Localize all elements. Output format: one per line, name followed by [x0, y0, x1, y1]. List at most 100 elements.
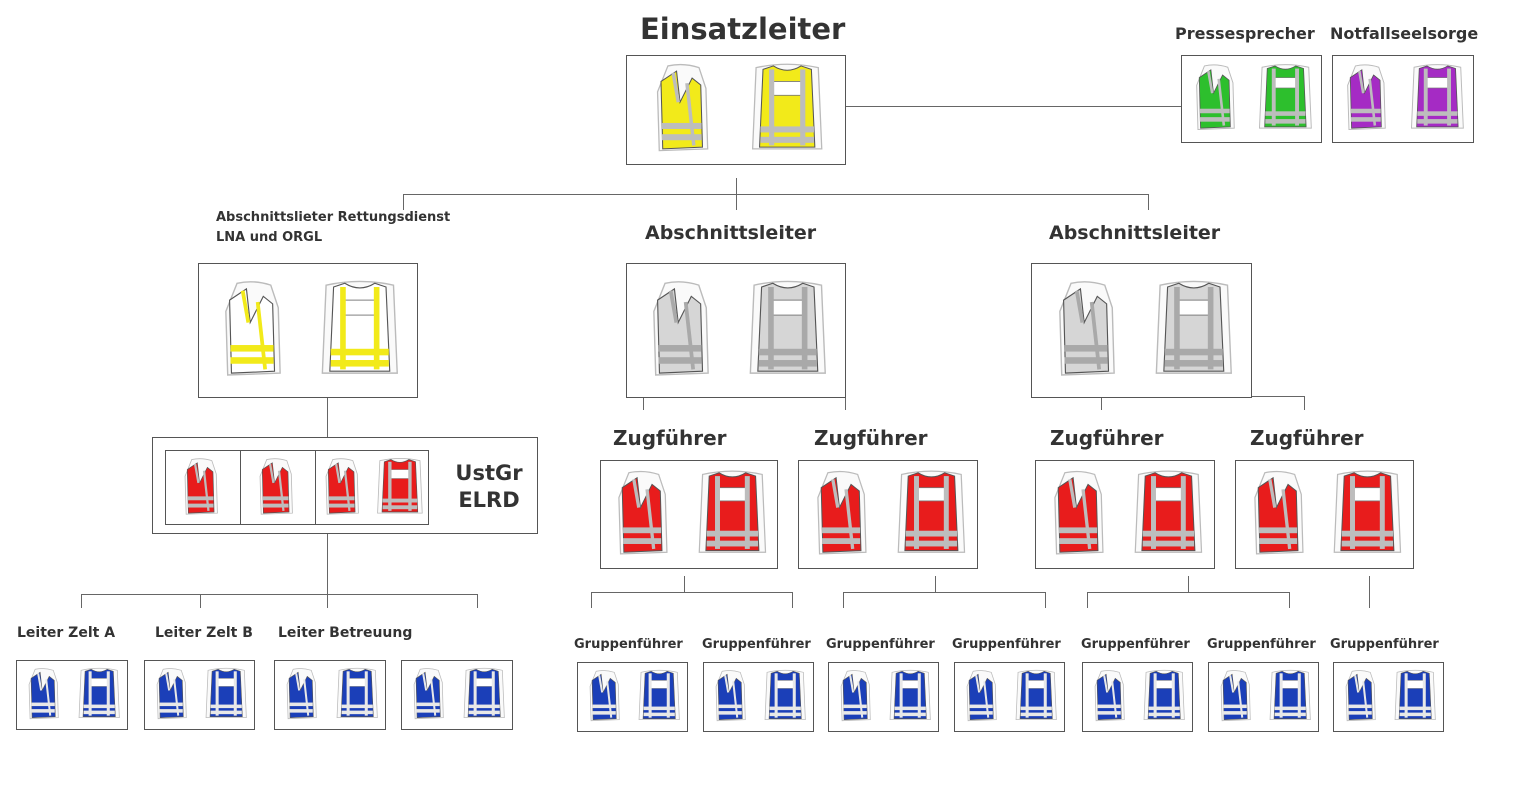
leiter-label-zelt-b: Leiter Zelt B	[155, 625, 253, 641]
vest-side-icon	[156, 668, 187, 720]
abschnittsleiter-mid-label: Abschnittsleiter	[645, 222, 817, 244]
vest-box-abschnitt-right	[1031, 263, 1252, 398]
vest-box-leiter-4	[401, 660, 513, 730]
connector-abschnitt-bus	[403, 194, 1148, 195]
vest-back-icon	[1155, 280, 1232, 374]
vest-side-icon	[286, 668, 317, 720]
vest-box-leiter-zelt-b	[144, 660, 255, 730]
vest-side-icon	[1347, 64, 1387, 130]
vest-box-zugfuehrer-4	[1235, 460, 1414, 569]
vest-side-icon	[326, 457, 360, 515]
ustgr-cell-1	[166, 451, 242, 524]
connector-zug1-grp-2	[792, 592, 793, 608]
ustgr-vest-group	[165, 450, 429, 525]
ustgr-label-line2: ELRD	[458, 488, 520, 512]
zugfuehrer-label-3: Zugführer	[1050, 426, 1164, 450]
vest-back-icon	[698, 469, 766, 553]
vest-side-icon	[1220, 670, 1251, 722]
connector-zug1-bus	[591, 592, 792, 593]
vest-box-gruppenfuehrer-5	[1082, 662, 1193, 732]
vest-side-icon	[1196, 64, 1235, 130]
connector-zug3-grp-1	[1087, 592, 1088, 608]
vest-side-icon	[656, 63, 709, 152]
vest-box-gruppenfuehrer-2	[703, 662, 814, 732]
zugfuehrer-label-2: Zugführer	[814, 426, 928, 450]
leiter-label-betreuung: Leiter Betreuung	[278, 625, 413, 641]
connector-zug3-bus	[1087, 592, 1289, 593]
einsatzleiter-title: Einsatzleiter	[640, 12, 846, 46]
zugfuehrer-label-1: Zugführer	[613, 426, 727, 450]
vest-side-icon	[260, 457, 294, 515]
connector-leiter-2	[200, 594, 201, 608]
vest-side-icon	[618, 470, 669, 555]
vest-box-zugfuehrer-3	[1035, 460, 1215, 569]
connector-leiter-3	[327, 594, 328, 608]
vest-side-icon	[413, 668, 444, 720]
abschnittsleiter-right-label: Abschnittsleiter	[1049, 222, 1221, 244]
vest-side-icon	[225, 280, 282, 376]
vest-back-icon	[1394, 669, 1436, 721]
connector-mid-zug-2	[845, 396, 846, 410]
vest-box-pressesprecher	[1181, 55, 1322, 143]
vest-box-gruppenfuehrer-1	[577, 662, 688, 732]
connector-einsatz-down	[736, 178, 737, 194]
notfallseelsorge-label: Notfallseelsorge	[1330, 24, 1479, 43]
vest-back-icon	[1334, 469, 1402, 553]
pressesprecher-label: Pressesprecher	[1175, 24, 1315, 43]
ustgr-elrd-label: UstGr ELRD	[449, 460, 529, 514]
vest-back-icon	[749, 280, 827, 374]
vest-box-abschnitt-mid	[626, 263, 846, 398]
gruppenfuehrer-label-7: Gruppenführer	[1330, 637, 1439, 652]
zugfuehrer-label-4: Zugführer	[1250, 426, 1364, 450]
connector-right-zug-2	[1304, 396, 1305, 410]
vest-box-einsatzleiter	[626, 55, 846, 165]
leiter-label-zelt-a: Leiter Zelt A	[17, 625, 116, 641]
vest-box-zugfuehrer-2	[798, 460, 978, 569]
connector-leiter-4	[477, 594, 478, 608]
vest-back-icon	[1134, 469, 1203, 553]
vest-box-leiter-betreuung	[274, 660, 386, 730]
connector-leiter-1	[81, 594, 82, 608]
connector-rd-to-ustgr	[327, 398, 328, 438]
connector-ustgr-down	[327, 534, 328, 594]
connector-right-zug-1	[1101, 396, 1102, 410]
connector-zug2-bus	[843, 592, 1045, 593]
connector-zug3-down	[1188, 576, 1189, 592]
gruppenfuehrer-label-1: Gruppenführer	[574, 637, 683, 652]
vest-side-icon	[653, 280, 710, 376]
connector-leiter-bus	[81, 594, 477, 595]
vest-side-icon	[840, 670, 871, 722]
vest-box-zugfuehrer-1	[600, 460, 778, 569]
gruppenfuehrer-label-4: Gruppenführer	[952, 637, 1061, 652]
ustgr-elrd-box: UstGr ELRD	[152, 437, 538, 534]
vest-side-icon	[1058, 280, 1115, 376]
vest-back-icon	[78, 667, 120, 719]
vest-box-gruppenfuehrer-7	[1333, 662, 1444, 732]
vest-back-icon	[1015, 669, 1057, 721]
ustgr-label-line1: UstGr	[455, 461, 523, 485]
gruppenfuehrer-label-3: Gruppenführer	[826, 637, 935, 652]
vest-back-icon	[377, 457, 423, 514]
vest-side-icon	[715, 670, 746, 722]
gruppenfuehrer-label-5: Gruppenführer	[1081, 637, 1190, 652]
vest-back-icon	[1269, 669, 1311, 721]
connector-einsatz-to-press	[845, 106, 1181, 107]
ustgr-cell-3	[316, 451, 428, 524]
vest-side-icon	[817, 470, 867, 555]
vest-back-icon	[889, 669, 931, 721]
ustgr-cell-2	[241, 451, 317, 524]
gruppenfuehrer-label-2: Gruppenführer	[702, 637, 811, 652]
connector-zug2-down	[935, 576, 936, 592]
connector-zug1-down	[684, 576, 685, 592]
connector-zug1-grp-1	[591, 592, 592, 608]
vest-side-icon	[1254, 470, 1304, 555]
vest-box-gruppenfuehrer-4	[954, 662, 1065, 732]
connector-to-right	[1148, 194, 1149, 210]
connector-zug3-grp-2	[1289, 592, 1290, 608]
connector-to-mid	[736, 194, 737, 210]
vest-side-icon	[184, 457, 219, 515]
vest-box-gruppenfuehrer-6	[1208, 662, 1319, 732]
vest-box-leiter-zelt-a	[16, 660, 128, 730]
vest-back-icon	[463, 667, 505, 719]
vest-side-icon	[28, 668, 59, 720]
